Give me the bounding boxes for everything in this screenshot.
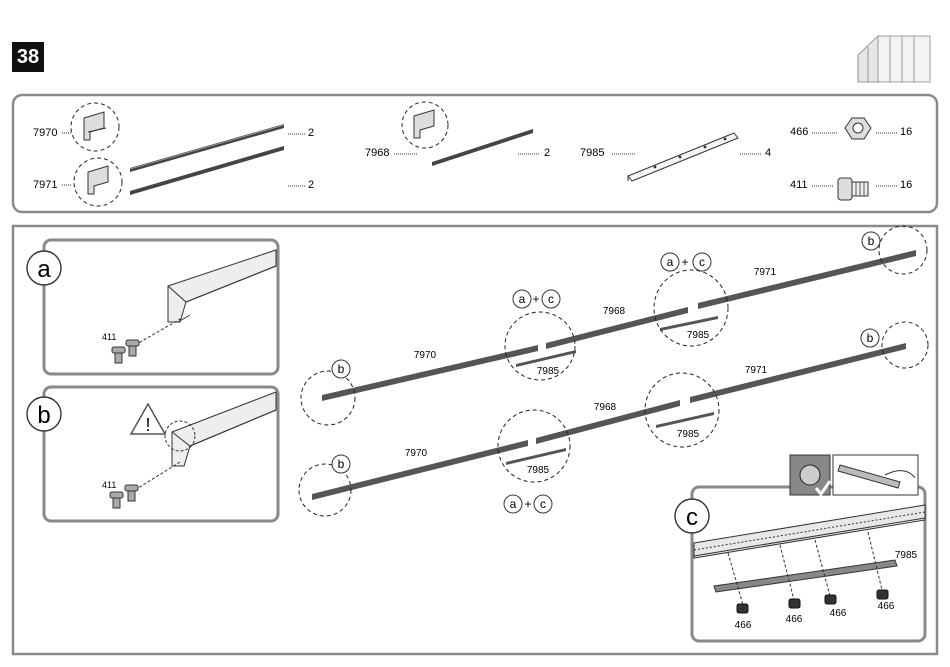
part-7971: 7971 2 (33, 146, 314, 206)
callout-c: c (548, 292, 554, 306)
detail-c-panel: c 7985 466 466 466 466 (675, 455, 925, 641)
plate-label: 7985 (527, 465, 550, 476)
nut-label: 466 (830, 608, 847, 619)
part-qty: 2 (308, 179, 314, 191)
callout-c: c (699, 255, 705, 269)
rail-label: 7968 (603, 306, 626, 317)
part-qty: 4 (765, 147, 771, 159)
rail-label: 7970 (405, 448, 428, 459)
plate-label: 7985 (687, 330, 710, 341)
part-7970: 7970 2 (33, 103, 314, 172)
part-7968: 7968 2 (365, 102, 550, 166)
bolt-label: 411 (102, 480, 116, 490)
detail-a-letter: a (37, 256, 51, 283)
rail-label: 7968 (594, 402, 617, 413)
warning-mark: ! (145, 415, 150, 435)
nut-label: 466 (786, 614, 803, 625)
rail-label: 7971 (745, 365, 768, 376)
callout-c: c (540, 497, 546, 511)
plus-sign: + (532, 292, 539, 306)
plus-sign: + (524, 497, 531, 511)
callout-a: a (510, 497, 517, 511)
detail-a-panel: a 411 (27, 240, 278, 374)
part-code: 7985 (580, 147, 604, 159)
callout-a: a (667, 255, 674, 269)
bolt-label: 411 (102, 332, 116, 342)
plate-label: 7985 (537, 366, 560, 377)
part-7985: 7985 4 (580, 133, 771, 181)
callout-b: b (867, 331, 874, 345)
part-code: 7968 (365, 147, 389, 159)
part-qty: 16 (900, 126, 912, 138)
callout-b: b (338, 362, 345, 376)
part-qty: 2 (544, 147, 550, 159)
part-411: 411 16 (790, 178, 912, 200)
plate-label: 7985 (677, 429, 700, 440)
nut-label: 466 (878, 601, 895, 612)
callout-b: b (338, 457, 345, 471)
part-code: 7971 (33, 179, 57, 191)
part-qty: 16 (900, 179, 912, 191)
top-assembly: 7970 7968 7971 7985 7985 a + c a + c b b (301, 226, 927, 425)
rail-label: 7970 (414, 350, 437, 361)
plus-sign: + (681, 255, 688, 269)
part-code: 466 (790, 126, 808, 138)
detail-b-letter: b (37, 402, 50, 429)
part-code: 411 (790, 179, 808, 191)
callout-a: a (519, 292, 526, 306)
detail-c-letter: c (686, 504, 698, 531)
part-qty: 2 (308, 127, 314, 139)
shed-thumbnail-icon (858, 36, 930, 82)
detail-b-panel: b ! 411 (27, 387, 278, 521)
part-466: 466 16 (790, 118, 912, 139)
callout-b: b (868, 234, 875, 248)
part-code: 7970 (33, 127, 57, 139)
bracket-label: 7985 (895, 550, 918, 561)
parts-list-panel (13, 95, 937, 212)
nut-label: 466 (735, 620, 752, 631)
rail-label: 7971 (754, 267, 777, 278)
